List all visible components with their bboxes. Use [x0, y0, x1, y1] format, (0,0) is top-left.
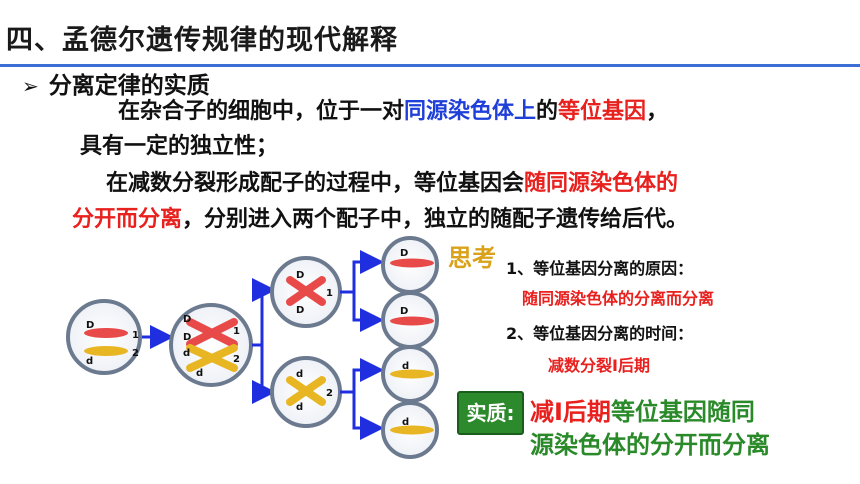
arrow-bullet-icon: ➢ — [22, 74, 39, 98]
label-d: d — [402, 417, 409, 428]
subtitle: ➢ 分离定律的实质 — [22, 66, 210, 100]
essence-text-a: 等位基因随同 — [610, 398, 755, 426]
para1-text-e: ， — [646, 99, 669, 124]
gamete-1: D — [381, 236, 439, 294]
para2-text-a: 在减数分裂形成配子的过程中，等位基因会 — [106, 171, 525, 196]
red-chromosome — [84, 328, 128, 338]
label-D: D — [86, 320, 94, 331]
title-bar: 四、孟德尔遗传规律的现代解释 — [0, 10, 860, 67]
label-d: d — [296, 369, 303, 380]
label-1: 1 — [326, 288, 333, 299]
question-2: 2、等位基因分离的时间： — [506, 324, 694, 343]
para2-line2: 分开而分离，分别进入两个配子中，独立的随配子遗传给后代。 — [72, 201, 688, 233]
cell-1: D d 1 2 — [66, 299, 142, 375]
para1-text-c: 的 — [536, 99, 559, 124]
title-underline — [0, 64, 860, 67]
gamete-4: d — [381, 401, 439, 459]
label-2: 2 — [132, 348, 139, 359]
label-1: 1 — [233, 326, 240, 337]
para2-text-c: 分开而分离 — [72, 207, 183, 232]
answer-1: 随同源染色体的分离而分离 — [522, 289, 715, 308]
para2-text-b: 随同源染色体的 — [524, 171, 679, 196]
essence-badge: 实质: — [457, 391, 524, 435]
label-D: D — [400, 306, 408, 317]
label-1: 1 — [132, 330, 139, 341]
para1-text-allele: 等位基因 — [558, 99, 647, 124]
para1-line1: 在杂合子的细胞中，位于一对同源染色体上的等位基因， — [118, 93, 668, 125]
para1-text-a: 在杂合子的细胞中，位于一对 — [118, 99, 405, 124]
para1-text-homologous: 同源染色体上 — [404, 99, 537, 124]
gamete-3: d — [381, 345, 439, 403]
essence-line1: 减Ⅰ后期等位基因随同 — [530, 392, 755, 427]
label-d: d — [402, 361, 409, 372]
answer-2: 减数分裂Ⅰ后期 — [548, 356, 650, 375]
label-D: D — [296, 270, 304, 281]
label-d: d — [296, 402, 303, 413]
page-title: 四、孟德尔遗传规律的现代解释 — [6, 25, 398, 56]
label-d: d — [183, 348, 190, 359]
label-d: d — [86, 356, 93, 367]
gamete-2: D — [381, 291, 439, 349]
label-D: D — [400, 248, 408, 259]
cell-3-yellow: d d 2 — [270, 356, 342, 428]
label-D: D — [183, 332, 191, 343]
subtitle-text: 分离定律的实质 — [48, 73, 210, 99]
essence-line2: 源染色体的分开而分离 — [530, 431, 770, 459]
label-2: 2 — [233, 354, 240, 365]
question-1: 1、等位基因分离的原因： — [506, 259, 694, 278]
label-d: d — [196, 368, 203, 379]
cell-2: D D d d 1 2 — [169, 303, 253, 387]
para1-line2: 具有一定的独立性； — [80, 134, 279, 159]
yellow-chromosome — [84, 346, 128, 356]
para2-line1: 在减数分裂形成配子的过程中，等位基因会随同源染色体的 — [106, 165, 678, 197]
cell-3-red: D D 1 — [270, 256, 342, 328]
label-D: D — [183, 314, 191, 325]
para2-text-d: ，分别进入两个配子中，独立的随配子遗传给后代。 — [182, 207, 689, 232]
essence-time: 减Ⅰ后期 — [530, 398, 611, 426]
think-label: 思考 — [448, 243, 496, 272]
label-2: 2 — [326, 388, 333, 399]
label-D: D — [296, 305, 304, 316]
